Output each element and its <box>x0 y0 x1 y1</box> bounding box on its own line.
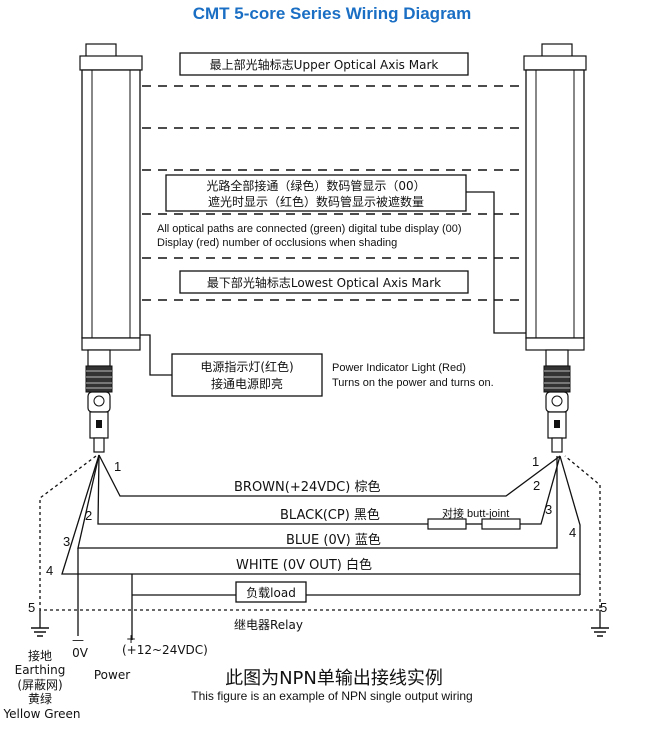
lowest-mark-box <box>179 270 469 294</box>
shield-cn-label: (屏蔽网) <box>17 678 62 692</box>
yellow-green-cn-label: 黄绿 <box>28 691 52 706</box>
power-leader-line <box>140 334 172 376</box>
wire-number: 3 <box>63 534 70 549</box>
upper-mark-label: 最上部光轴标志Upper Optical Axis Mark <box>210 57 439 72</box>
blue-label: BLUE (0V) 蓝色 <box>286 532 381 548</box>
status-cn-line2: 遮光时显示（红色）数码管显示被遮数量 <box>208 194 424 209</box>
wire-number: 4 <box>569 525 576 540</box>
ground-icon <box>31 627 49 637</box>
ground-cn-label: 接地 <box>28 648 52 663</box>
wire-number: 5 <box>28 600 35 615</box>
butt-joint-connector <box>427 518 467 530</box>
wires <box>39 454 601 640</box>
caption-en: This figure is an example of NPN single … <box>191 689 472 703</box>
load-box <box>235 581 307 603</box>
right-receiver-device <box>523 43 587 453</box>
status-en-line2: Display (red) number of occlusions when … <box>157 237 397 249</box>
power-indicator-box <box>171 353 323 397</box>
wire-number: 2 <box>533 478 540 493</box>
butt-joint-connector <box>481 518 521 530</box>
wire-number: 1 <box>532 454 539 469</box>
zero-v-symbol: — <box>72 633 84 647</box>
ground-en-label: Earthing <box>15 663 66 677</box>
load-label: 负载load <box>246 586 296 600</box>
wire-number: 5 <box>600 600 607 615</box>
left-emitter-device <box>79 43 143 453</box>
white-label: WHITE (0V OUT) 白色 <box>236 557 372 573</box>
black-label: BLACK(CP) 黑色 <box>280 507 380 523</box>
ground-icon <box>591 627 609 637</box>
relay-label: 继电器Relay <box>234 618 303 632</box>
black-wire-right <box>520 455 561 525</box>
power-cn-line2: 接通电源即亮 <box>211 376 283 391</box>
status-leader-line <box>466 191 526 334</box>
butt-joint-label: 对接 butt-joint <box>442 506 509 520</box>
lowest-mark-label: 最下部光轴标志Lowest Optical Axis Mark <box>207 275 441 290</box>
brown-label: BROWN(+24VDC) 棕色 <box>234 479 380 495</box>
blue-wire <box>77 454 558 549</box>
power-label: Power <box>94 668 130 682</box>
power-en-line2: Turns on the power and turns on. <box>332 377 494 389</box>
wire-number: 3 <box>545 502 552 517</box>
zero-v-label: 0V <box>72 646 89 660</box>
right-led-icon <box>554 420 560 428</box>
wire-number: 4 <box>46 563 53 578</box>
plus-symbol: + <box>126 632 136 646</box>
caption-cn: 此图为NPN单输出接线实例 <box>225 668 443 689</box>
upper-mark-box <box>179 52 469 76</box>
status-box <box>165 174 467 212</box>
status-cn-line1: 光路全部接通（绿色）数码管显示（00） <box>206 178 425 193</box>
status-en-line1: All optical paths are connected (green) … <box>157 223 462 235</box>
power-cn-line1: 电源指示灯(红色) <box>200 359 293 374</box>
power-en-line1: Power Indicator Light (Red) <box>332 362 466 374</box>
supply-voltage-label: (+12~24VDC) <box>122 643 208 657</box>
brown-wire <box>98 454 561 497</box>
wire-number: 1 <box>114 459 121 474</box>
wire-number: 2 <box>85 508 92 523</box>
yellow-green-en-label: Yellow Green <box>2 707 80 721</box>
left-led-icon <box>96 420 102 428</box>
page-title: CMT 5-core Series Wiring Diagram <box>193 4 472 23</box>
shield-wire <box>39 455 601 611</box>
black-wire-left <box>97 454 428 525</box>
